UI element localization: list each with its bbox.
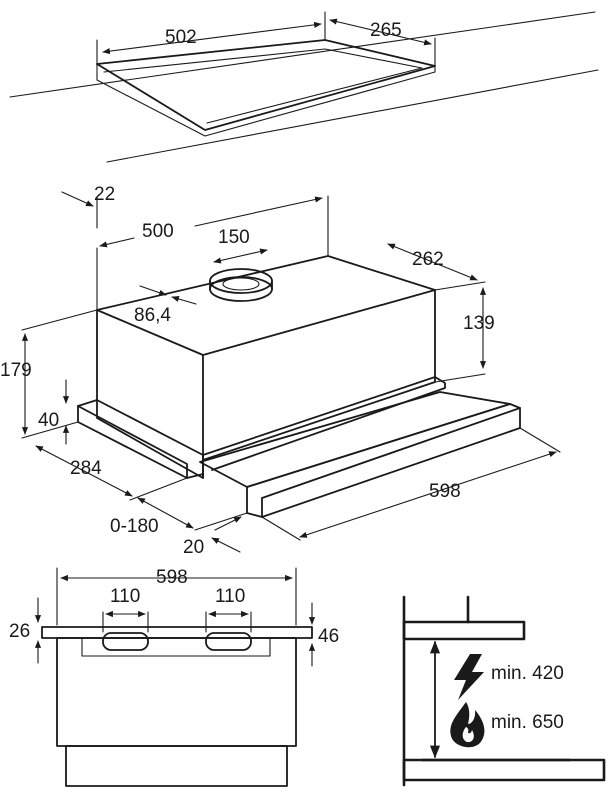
dim-265-label: 265 <box>370 20 402 41</box>
vent-right-label: 110 <box>215 586 245 607</box>
dim-598-label: 598 <box>429 481 461 502</box>
dim-40-label: 40 <box>38 410 59 431</box>
dim-150-label: 150 <box>218 227 250 248</box>
hood-front-face <box>96 309 204 479</box>
front-top-frame <box>41 626 313 639</box>
dim-86-4-label: 86,4 <box>134 305 171 326</box>
dim-0-180-label: 0-180 <box>110 516 159 537</box>
dim-46-label: 46 <box>318 626 339 647</box>
front-bottom-frame <box>65 745 288 787</box>
flame-icon <box>450 702 485 748</box>
front-body <box>56 637 297 747</box>
dim-500-label: 500 <box>142 221 174 242</box>
dim-179-label: 179 <box>0 360 32 381</box>
lightning-icon <box>454 654 484 700</box>
dim-502-label: 502 <box>165 27 197 48</box>
dim-139-label: 139 <box>463 313 495 334</box>
vent-left <box>102 632 149 651</box>
vent-right <box>205 632 252 651</box>
hood-isometric-view: 22 500 150 262 86,4 139 179 40 284 598 0… <box>0 184 561 558</box>
top-cutout-view: 502 265 <box>9 11 599 163</box>
dim-26-label: 26 <box>9 621 30 642</box>
dim-20-label: 20 <box>183 537 204 558</box>
cutout-plate <box>96 39 436 131</box>
sliding-tray <box>202 376 446 471</box>
front-width-label: 598 <box>156 567 188 588</box>
vent-left-label: 110 <box>110 586 140 607</box>
dim-262-label: 262 <box>412 249 444 270</box>
clearance-electric-label: min. 420 <box>491 663 564 684</box>
clearance-view: min. 420 min. 650 <box>402 595 606 787</box>
hob-section <box>402 758 606 782</box>
dim-22-label: 22 <box>94 184 115 205</box>
clearance-gas-label: min. 650 <box>491 712 564 733</box>
front-view: 598 110 110 26 46 <box>9 567 339 787</box>
hood-section <box>402 620 526 641</box>
hood-side-face <box>202 289 436 461</box>
hood-top-face <box>96 255 436 311</box>
dim-284-label: 284 <box>70 458 102 479</box>
